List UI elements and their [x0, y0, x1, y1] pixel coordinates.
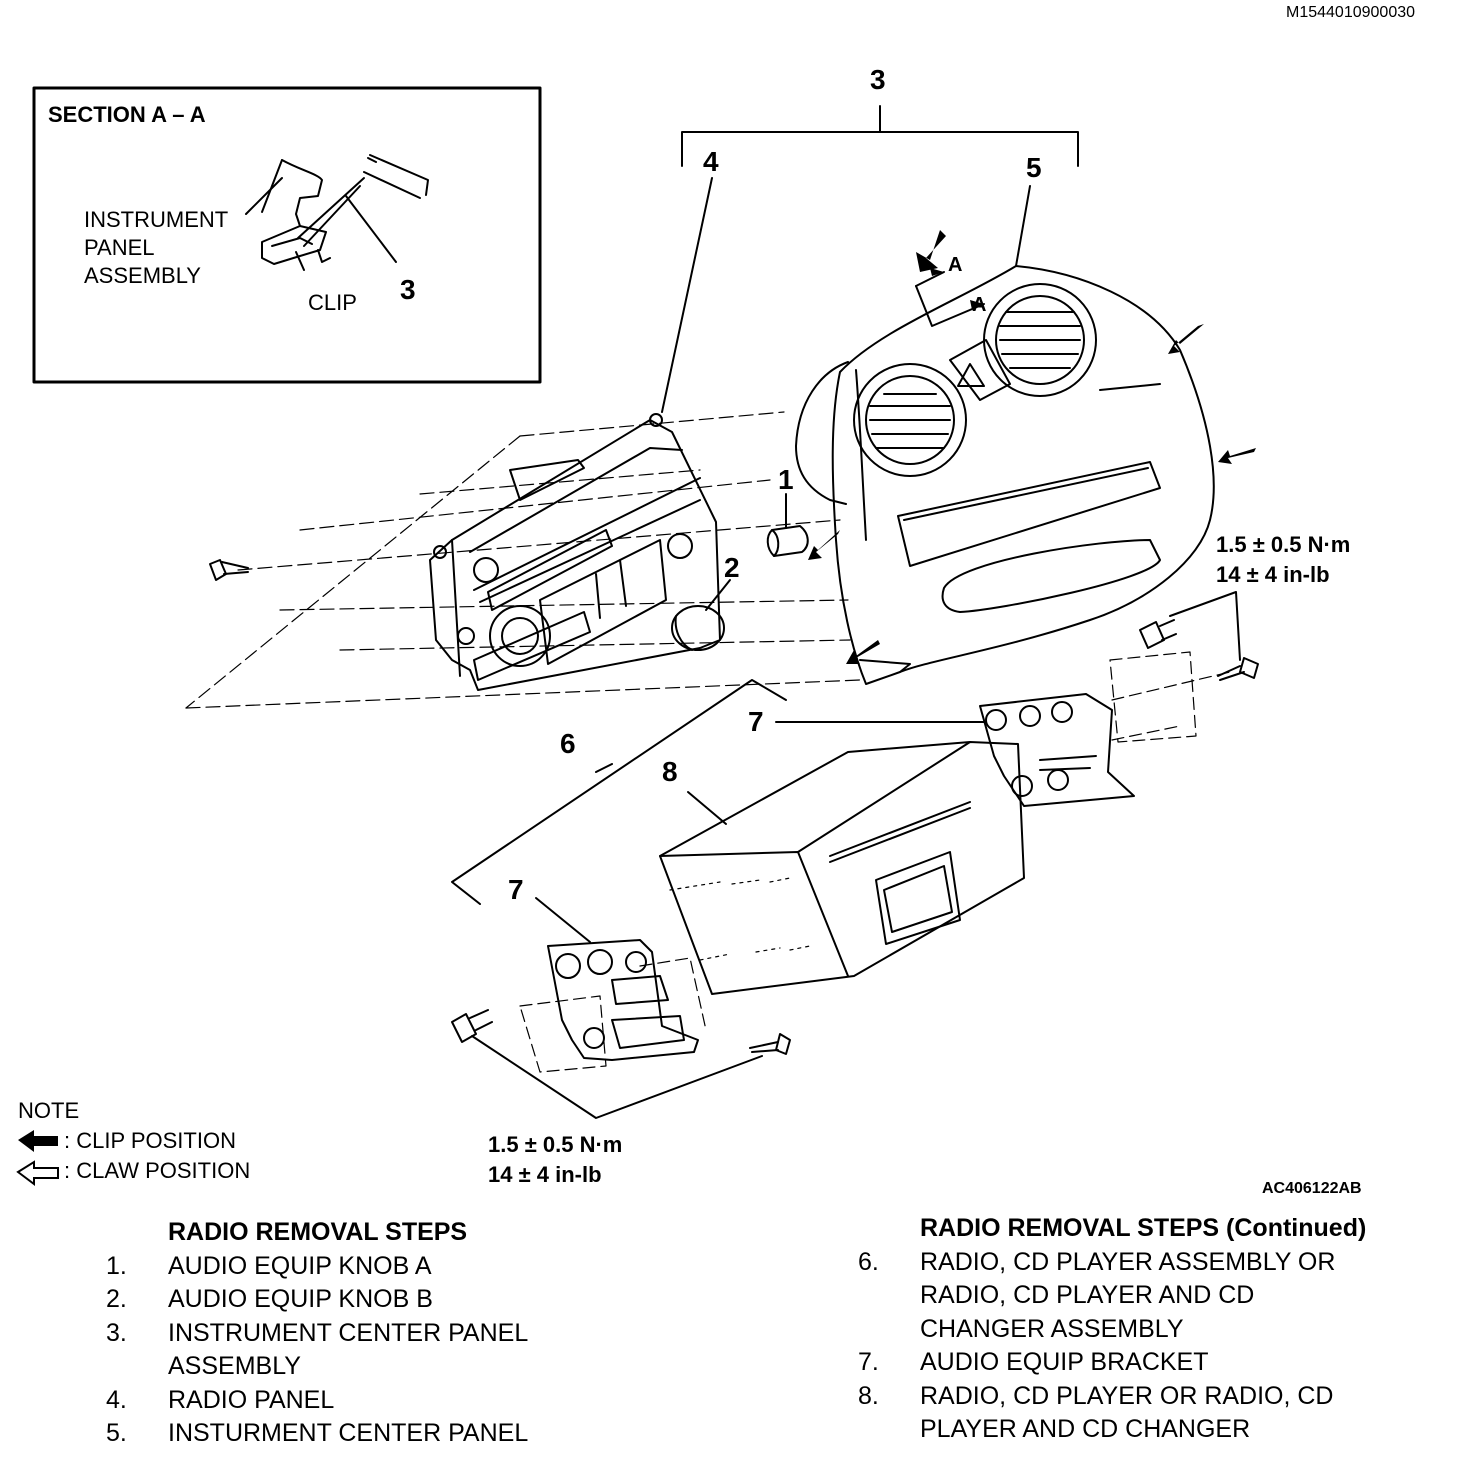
screws-right-drawing	[1139, 591, 1259, 681]
bracket-left-drawing	[519, 939, 707, 1073]
radio-panel-drawing	[185, 411, 861, 709]
note-clip-position: : CLIP POSITION	[64, 1128, 236, 1153]
step-item: 5.INSTURMENT CENTER PANEL	[106, 1419, 529, 1447]
section-clip-label: CLIP	[308, 290, 357, 315]
section-clip-drawing	[245, 154, 429, 271]
torque-right-inlb: 14 ± 4 in-lb	[1216, 562, 1330, 587]
knob-b-drawing	[671, 605, 725, 651]
section-title: SECTION A – A	[48, 102, 206, 127]
callout-2: 2	[724, 552, 740, 583]
section-callout-3: 3	[400, 274, 416, 305]
bracket-6	[451, 679, 787, 905]
clip-arrow-right2	[1218, 448, 1256, 464]
clip-arrow-left2	[846, 640, 880, 664]
section-instrument-panel-label: INSTRUMENT PANEL ASSEMBLY	[84, 207, 229, 288]
radio-cd-player-drawing	[659, 741, 1025, 995]
leader-4	[661, 177, 713, 413]
steps-right-heading: RADIO REMOVAL STEPS (Continued)	[920, 1214, 1367, 1242]
legend-claw-arrow	[16, 1160, 59, 1186]
section-mark-a1: A	[948, 254, 963, 276]
note-claw-position: : CLAW POSITION	[64, 1158, 251, 1183]
step-item: 6.RADIO, CD PLAYER ASSEMBLY OR RADIO, CD…	[858, 1247, 1336, 1343]
clip-arrow-top	[916, 230, 946, 272]
section-a-a-box	[32, 86, 542, 384]
callout-7-top: 7	[748, 706, 764, 737]
bracket-3	[681, 105, 1079, 167]
clip-arrow-right1	[1168, 324, 1204, 354]
callout-4: 4	[703, 146, 719, 177]
knob-a-drawing	[766, 525, 809, 557]
legend-clip-arrow	[18, 1130, 58, 1152]
step-item: 4.RADIO PANEL	[106, 1385, 335, 1414]
clip-arrows	[18, 230, 1256, 1152]
step-item: 1.AUDIO EQUIP KNOB A	[106, 1251, 432, 1280]
steps-left-heading: RADIO REMOVAL STEPS	[168, 1218, 468, 1246]
leader-7-bottom	[535, 897, 591, 943]
removal-steps-left: RADIO REMOVAL STEPS 1.AUDIO EQUIP KNOB A…	[106, 1216, 528, 1451]
section-arrow-a2	[970, 300, 984, 310]
torque-bottom-inlb: 14 ± 4 in-lb	[488, 1162, 602, 1187]
doc-id-figure: AC406122AB	[1262, 1180, 1362, 1197]
doc-id-top: M1544010900030	[1286, 4, 1416, 21]
leader-8	[687, 791, 727, 825]
center-panel-drawing	[795, 265, 1215, 685]
callout-5: 5	[1026, 152, 1042, 183]
removal-steps-right: RADIO REMOVAL STEPS (Continued) 6.RADIO,…	[858, 1212, 1366, 1447]
bracket-right-drawing	[979, 651, 1231, 807]
screws-left-drawing	[451, 1009, 791, 1119]
callout-1: 1	[778, 464, 794, 495]
note-title: NOTE	[18, 1098, 80, 1123]
step-item: 3.INSTRUMENT CENTER PANEL ASSEMBLY	[106, 1318, 529, 1381]
callout-8: 8	[662, 756, 678, 787]
clip-arrow-left1	[808, 530, 840, 560]
torque-right-nm: 1.5 ± 0.5 N·m	[1216, 532, 1351, 557]
section-arrow-a1	[930, 268, 944, 276]
torque-bottom-nm: 1.5 ± 0.5 N·m	[488, 1132, 623, 1157]
screw-left-drawing	[209, 559, 249, 581]
step-item: 2.AUDIO EQUIP KNOB B	[106, 1285, 433, 1313]
step-item: 7.AUDIO EQUIP BRACKET	[858, 1348, 1209, 1376]
section-marks-a	[915, 271, 985, 327]
section-mark-a2: A	[972, 294, 987, 316]
callout-6: 6	[560, 728, 576, 759]
leader-5	[1015, 185, 1031, 267]
step-item: 8.RADIO, CD PLAYER OR RADIO, CD PLAYER A…	[858, 1381, 1334, 1444]
callout-7-bottom: 7	[508, 874, 524, 905]
callout-3: 3	[870, 64, 886, 95]
